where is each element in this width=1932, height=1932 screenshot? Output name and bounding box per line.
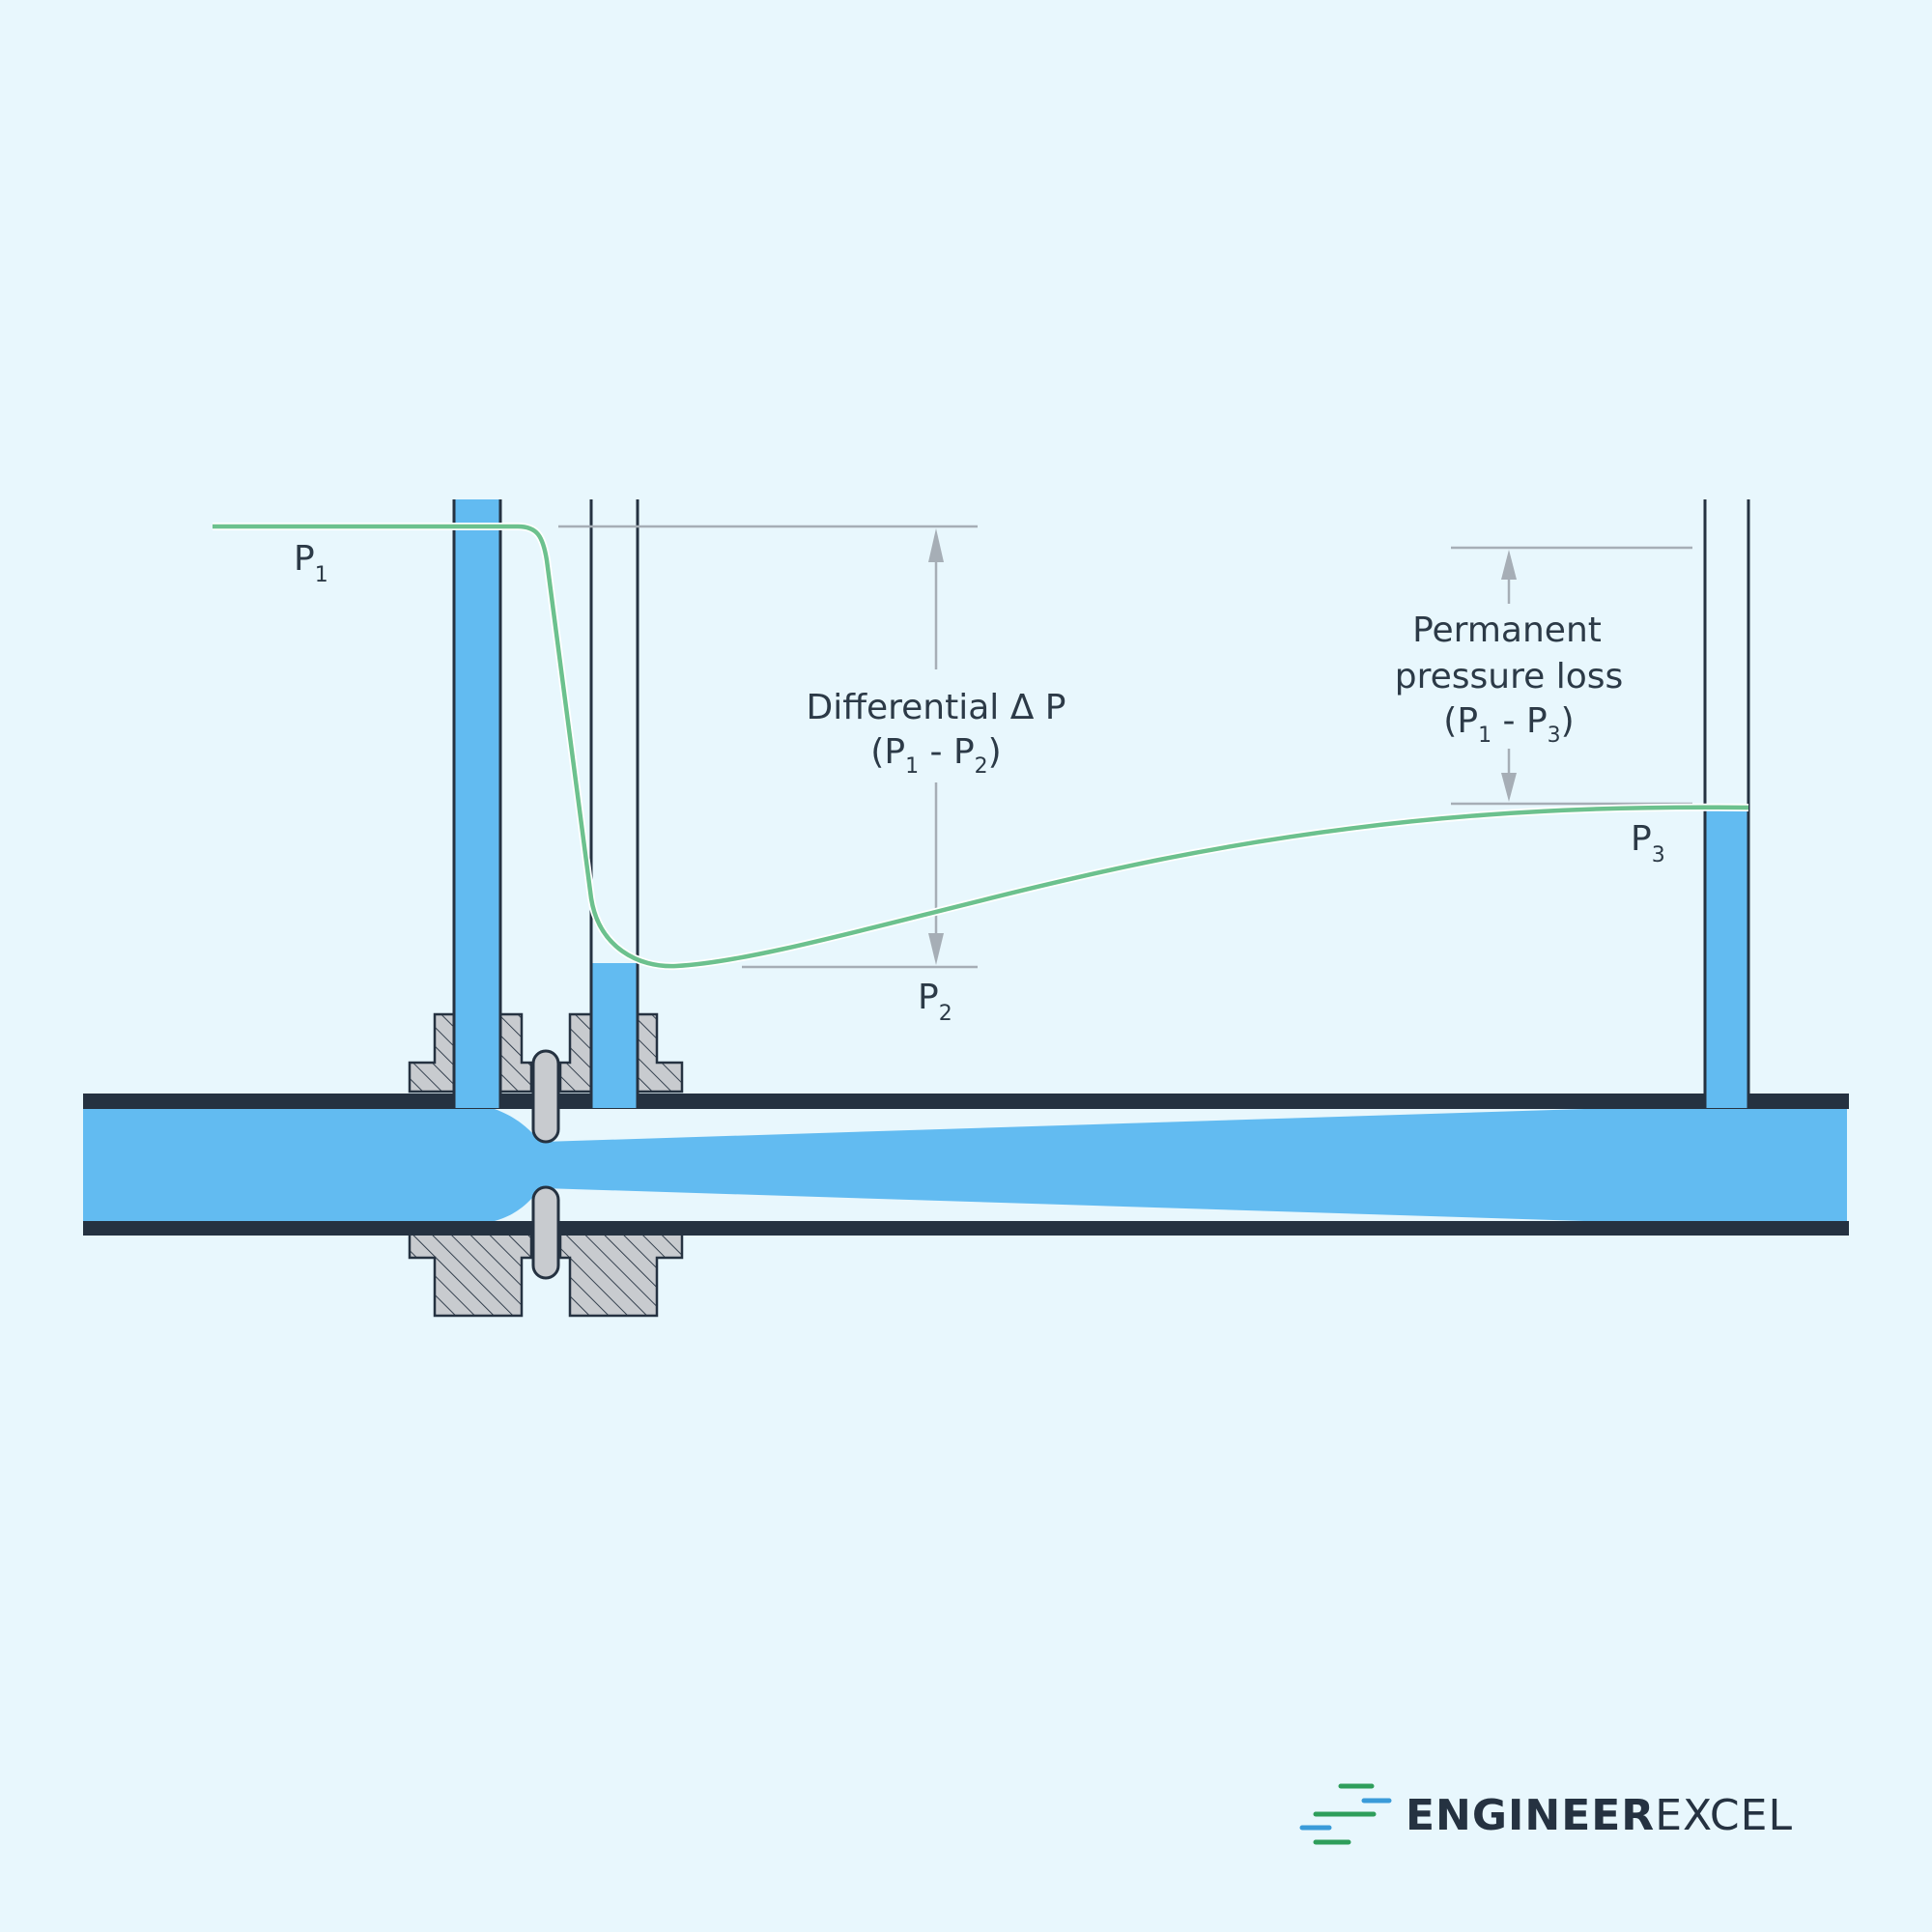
dimension-lines	[558, 525, 1692, 969]
flange-lower-right	[558, 1225, 684, 1318]
permanent-label-line1: Permanent	[1412, 611, 1602, 650]
permanent-label-line2: pressure loss	[1395, 657, 1623, 696]
differential-label-line2: (P1 - P2)	[870, 732, 1001, 779]
label-p2: P2	[918, 978, 952, 1026]
differential-arrow-up-head	[928, 528, 944, 562]
logo-mark-icon	[1299, 1783, 1392, 1845]
differential-arrow-down-head	[928, 933, 944, 965]
permanent-arrow-down-head	[1501, 773, 1517, 802]
orifice-plate-upper	[531, 1049, 560, 1144]
orifice-plate	[531, 1049, 560, 1280]
differential-label-line1: Differential Δ P	[806, 688, 1065, 727]
pipe-wall-top	[83, 1094, 1849, 1109]
flange-lower-left	[408, 1225, 533, 1318]
pipe-wall-bottom	[83, 1221, 1849, 1236]
label-p3: P3	[1631, 819, 1665, 867]
engineerexcel-logo: ENGINEEREXCEL	[1299, 1783, 1793, 1845]
orifice-plate-lower	[531, 1185, 560, 1280]
permanent-arrow-up-head	[1501, 550, 1517, 580]
pressure-line	[213, 524, 1749, 969]
permanent-label-line3: (P1 - P3)	[1443, 701, 1574, 748]
pipe-flow-water	[83, 1109, 1847, 1221]
manometer-tube-p3	[1703, 499, 1750, 1109]
label-p1: P1	[294, 539, 328, 587]
manometer-tube-p1	[452, 499, 502, 1109]
manometer-tube-p2	[589, 499, 639, 1109]
logo-wordmark: ENGINEEREXCEL	[1406, 1791, 1793, 1840]
